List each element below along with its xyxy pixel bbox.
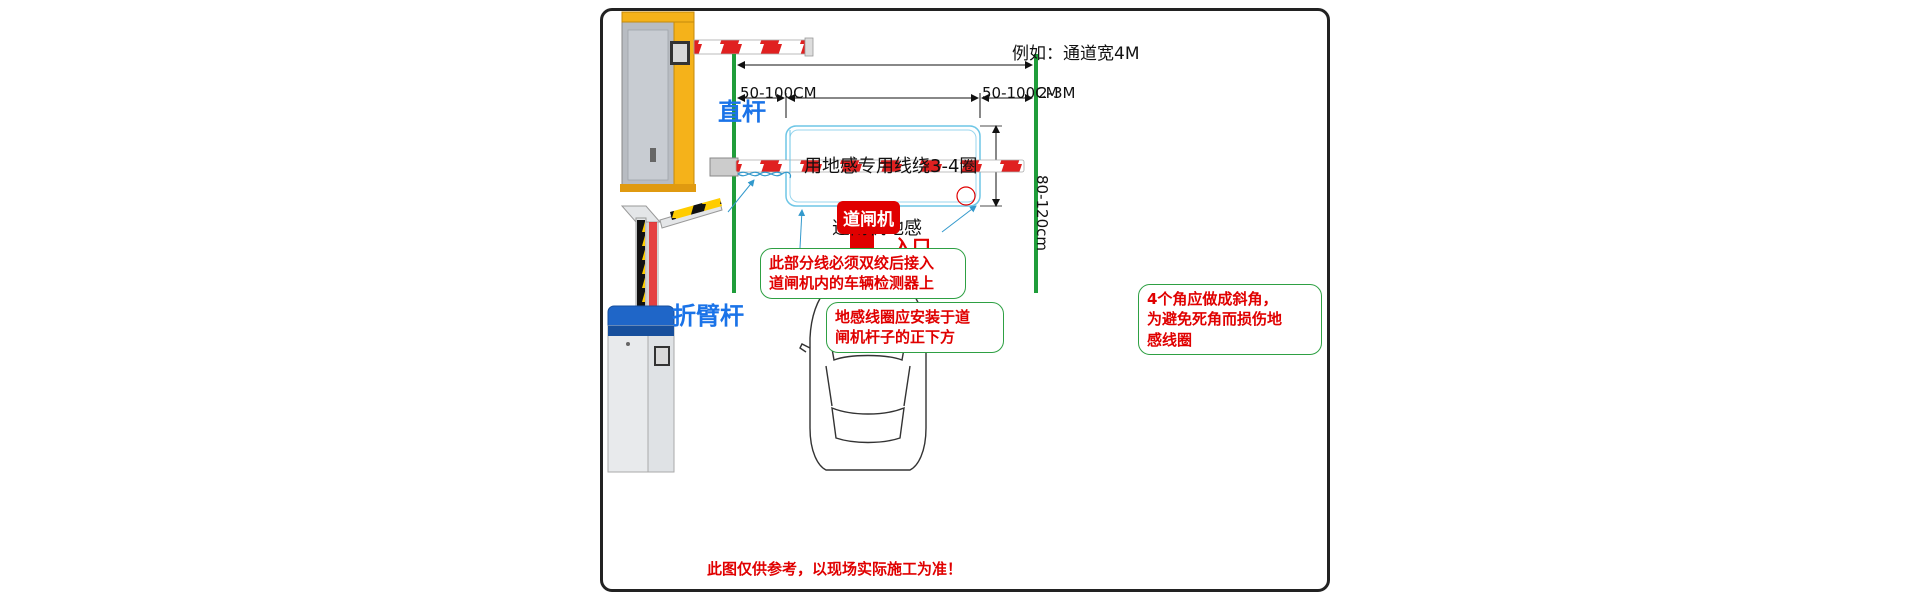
diagram-artwork (607, 11, 1038, 473)
middle-span-label: 2-3M (1038, 84, 1076, 102)
note-twisted-line-1: 此部分线必须双绞后接入 (769, 254, 935, 272)
depth-label: 80-120cm (1033, 175, 1051, 251)
note-loop-position: 地感线圈应安装于道 闸机杆子的正下方 (826, 302, 1004, 353)
note-corners-line-2: 为避免死角而损伤地 (1147, 310, 1283, 329)
note-corners: 4个角应做成斜角， 为避免死角而损伤地 感线圈 (1138, 284, 1322, 355)
straight-pole-label: 直杆 (718, 98, 766, 126)
folding-pole-label: 折臂杆 (672, 302, 744, 330)
note-corners-line-3: 感线圈 (1147, 330, 1193, 349)
car-outline (799, 269, 937, 471)
note-twisted-line-2: 道闸机内的车辆检测器上 (769, 274, 935, 293)
margin-right-label: 50-100CM (982, 84, 1059, 102)
footer-disclaimer: 此图仅供参考，以现场实际施工为准！ (707, 560, 963, 578)
gate-machine-badge: 道闸机 (837, 201, 900, 234)
note-position-line-1: 地感线圈应安装于道 (835, 308, 971, 326)
note-twisted-wire: 此部分线必须双绞后接入 道闸机内的车辆检测器上 (760, 248, 966, 299)
note-corners-line-1: 4个角应做成斜角， (1147, 290, 1278, 308)
folding-arm-barrier (607, 198, 723, 473)
note-position-line-2: 闸机杆子的正下方 (835, 328, 956, 347)
width-example-label: 例如：通道宽4M (1012, 44, 1140, 64)
loop-wire-label: 用地感专用线绕3-4圈 (804, 156, 978, 177)
margin-left-label: 50-100CM (740, 84, 817, 102)
straight-pole-barrier (620, 11, 814, 192)
